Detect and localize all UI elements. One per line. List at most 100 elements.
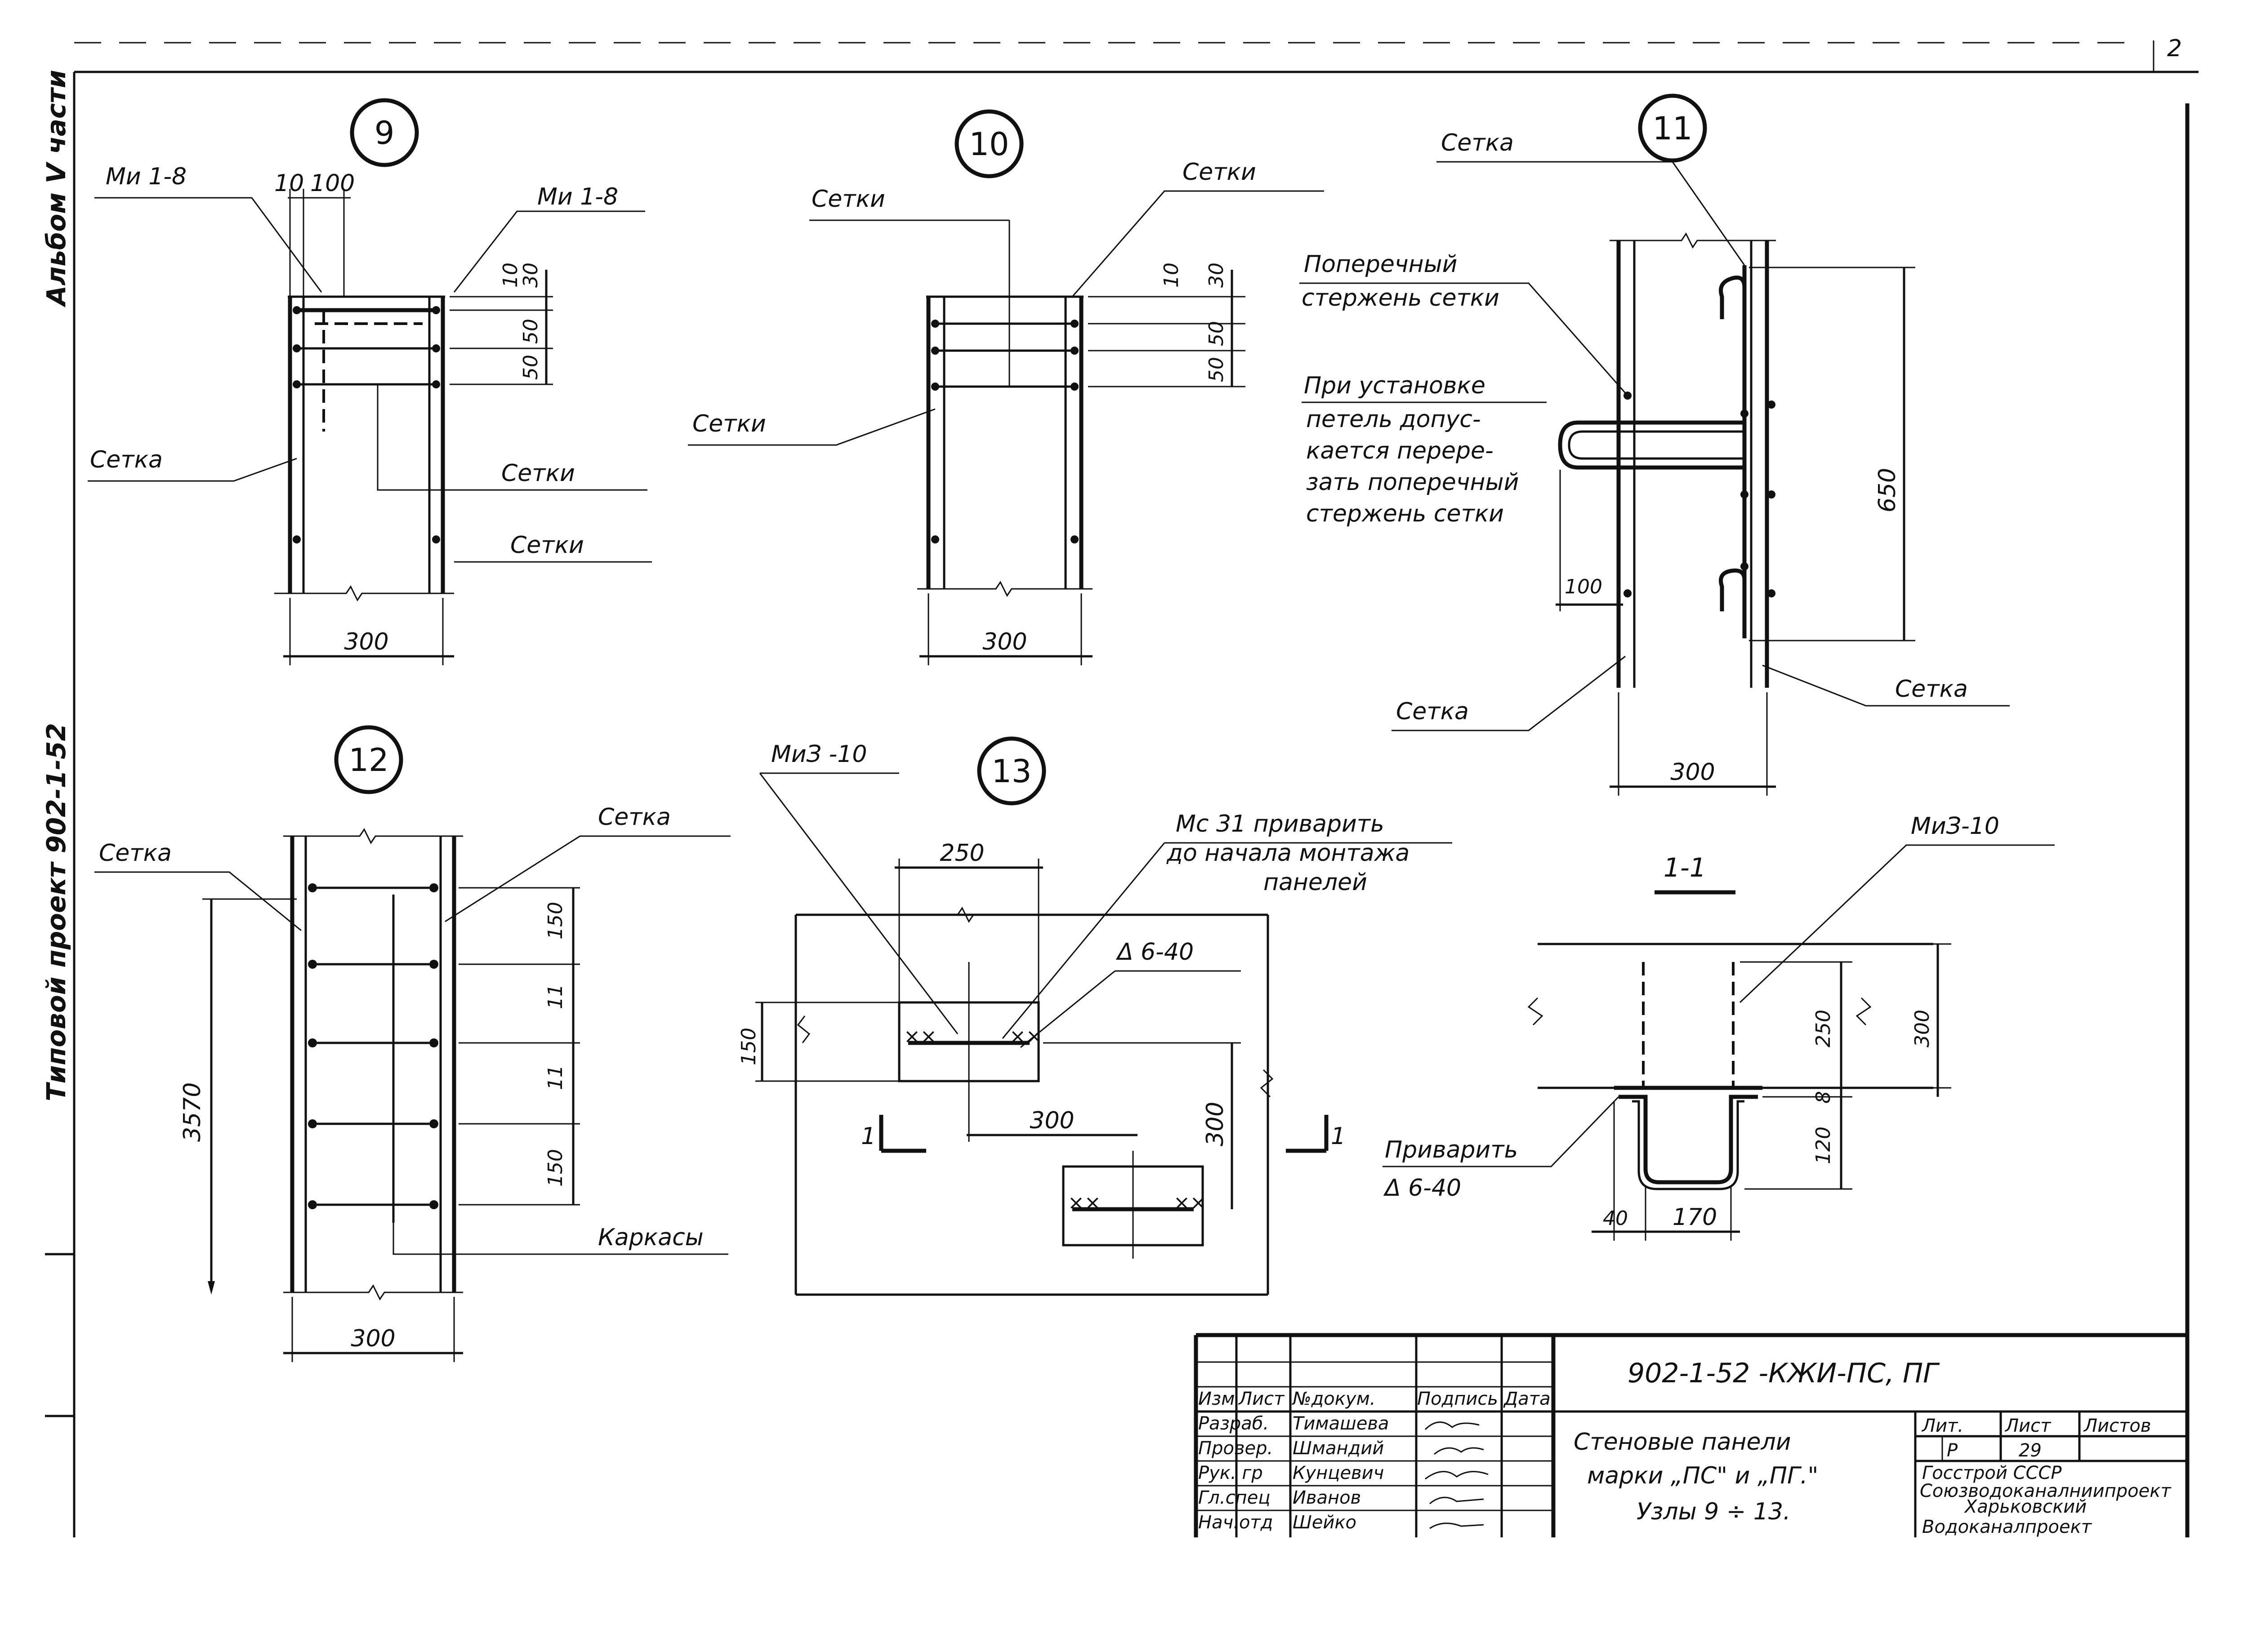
node-13-mc-label-1: Мс 31 приварить bbox=[1176, 810, 1384, 837]
section-weld-label-2: Δ 6-40 bbox=[1383, 1175, 1461, 1202]
node-9-mi-right-label: Ми 1-8 bbox=[537, 183, 618, 210]
node-12-dim-v150a: 150 bbox=[544, 902, 567, 940]
node-13-cut-right: 1 bbox=[1331, 1123, 1346, 1150]
tb-name-4: Шейко bbox=[1293, 1512, 1356, 1533]
tb-header-sign: Подпись bbox=[1417, 1389, 1498, 1409]
node-9-dim-100: 100 bbox=[310, 170, 355, 197]
tb-name-1: Шмандий bbox=[1293, 1438, 1384, 1459]
node-9-dim-v30: 30 bbox=[519, 263, 542, 288]
node-13-dim-300-h: 300 bbox=[1030, 1107, 1074, 1134]
node-9-dim-v50a: 50 bbox=[519, 319, 542, 344]
node-12-dim-v150b: 150 bbox=[544, 1149, 567, 1187]
tb-project-code: 902-1-52 -КЖИ-ПС, ПГ bbox=[1628, 1358, 1940, 1389]
section-dim-250: 250 bbox=[1812, 1010, 1835, 1047]
tb-org-3: Харьковский bbox=[1964, 1496, 2087, 1517]
margin-project-label: Типовой проект 902-1-52 bbox=[41, 723, 71, 1101]
tb-role-3: Гл.спец bbox=[1198, 1487, 1271, 1508]
node-11-note-line-1: При установке bbox=[1304, 372, 1485, 399]
node-13-dim-150: 150 bbox=[737, 1028, 760, 1065]
section-dim-300: 300 bbox=[1911, 1010, 1934, 1047]
node-12: 12 3570 150 11 11 150 bbox=[94, 725, 731, 1362]
tb-desc-line-2: марки „ПС" и „ПГ." bbox=[1587, 1462, 1818, 1489]
node-13: 13 ×× ×× ×× ×× 250 150 300 bbox=[737, 736, 1452, 1296]
node-11-setka-bottom-left-label: Сетка bbox=[1396, 698, 1469, 725]
node-9-dim-v50b: 50 bbox=[519, 355, 542, 380]
node-12-setka-right-label: Сетка bbox=[598, 804, 671, 831]
node-10-dim-300: 300 bbox=[982, 628, 1027, 655]
node-11-setka-top-label: Сетка bbox=[1441, 129, 1514, 156]
node-11: 11 650 100 300 Сетка Поперечн bbox=[1299, 94, 2010, 796]
node-10-setki-left-top-label: Сетки bbox=[812, 186, 885, 213]
node-10-dim-v50a: 50 bbox=[1205, 321, 1228, 346]
node-13-weld-label: Δ 6-40 bbox=[1115, 939, 1194, 966]
tb-name-2: Кунцевич bbox=[1293, 1463, 1384, 1483]
node-10-setki-right-top-label: Сетки bbox=[1182, 159, 1256, 186]
node-12-dim-v11b: 11 bbox=[544, 1065, 567, 1090]
node-11-dim-100: 100 bbox=[1565, 575, 1602, 598]
tb-header-doc: №докум. bbox=[1292, 1389, 1375, 1409]
section-dim-40: 40 bbox=[1603, 1207, 1628, 1230]
node-11-marker bbox=[1638, 94, 1707, 163]
node-12-dim-3570: 3570 bbox=[179, 1082, 206, 1142]
title-block: Изм Лист №докум. Подпись Дата Разраб. Ти… bbox=[1194, 1333, 2187, 1537]
tb-sheet-value: 29 bbox=[2019, 1440, 2042, 1461]
svg-text:××: ×× bbox=[904, 1025, 937, 1048]
node-11-note-line-4: зать поперечный bbox=[1306, 469, 1519, 496]
tb-org-4: Водоканалпроект bbox=[1922, 1517, 2092, 1537]
tb-desc-line-3: Узлы 9 ÷ 13. bbox=[1637, 1498, 1791, 1525]
node-10-dim-v10: 10 bbox=[1160, 263, 1183, 288]
corner-sheet-number: 2 bbox=[2167, 35, 2182, 62]
node-12-dim-v11a: 11 bbox=[544, 984, 567, 1009]
tb-role-0: Разраб. bbox=[1198, 1413, 1269, 1434]
sheet-frame bbox=[45, 40, 2199, 1537]
node-9-mi-left-label: Ми 1-8 bbox=[106, 163, 187, 190]
tb-org-2: Союзводоканалниипроект bbox=[1920, 1481, 2172, 1501]
node-9-number: 9 bbox=[375, 115, 395, 151]
tb-name-3: Иванов bbox=[1293, 1487, 1361, 1508]
svg-text:××: ×× bbox=[1068, 1191, 1101, 1214]
svg-text:××: ×× bbox=[1009, 1025, 1043, 1048]
tb-lit-header: Лит. bbox=[1921, 1416, 1963, 1436]
node-9-dim-10: 10 bbox=[274, 170, 304, 197]
node-9-setki-label-1: Сетки bbox=[501, 460, 575, 487]
section-title: 1-1 bbox=[1664, 852, 1706, 883]
node-10-setki-left-label: Сетки bbox=[692, 410, 766, 437]
tb-header-date: Дата bbox=[1503, 1389, 1551, 1409]
tb-org-1: Госстрой СССР bbox=[1922, 1463, 2062, 1483]
node-9-setka-label: Сетка bbox=[90, 446, 163, 473]
tb-header-list: Лист bbox=[1238, 1389, 1285, 1409]
node-11-note-line-5: стержень сетки bbox=[1306, 500, 1504, 527]
node-11-dim-650: 650 bbox=[1874, 468, 1901, 512]
section-dim-120: 120 bbox=[1812, 1127, 1835, 1164]
node-11-setka-bottom-right-label: Сетка bbox=[1895, 676, 1968, 703]
node-9-marker bbox=[350, 98, 419, 167]
section-dim-8: 8 bbox=[1812, 1091, 1835, 1104]
signature-marks bbox=[1424, 1421, 1489, 1529]
node-13-number: 13 bbox=[991, 753, 1031, 790]
margin-album-label: Альбом V части bbox=[41, 70, 71, 307]
node-9-setki-label-2: Сетки bbox=[510, 532, 584, 559]
section-1-1: 1-1 250 8 120 300 40 170 МиЗ-10 bbox=[1383, 813, 2055, 1241]
tb-role-1: Провер. bbox=[1198, 1438, 1273, 1459]
node-11-number: 11 bbox=[1652, 110, 1692, 147]
node-9: 9 300 10 100 10 30 bbox=[88, 98, 652, 665]
tb-sheet-header: Лист bbox=[2004, 1416, 2052, 1436]
node-10-dim-v50b: 50 bbox=[1205, 357, 1228, 382]
tb-header-izm: Изм bbox=[1198, 1389, 1235, 1409]
section-miz-label: МиЗ-10 bbox=[1911, 813, 1999, 840]
node-11-cross-label-2: стержень сетки bbox=[1302, 285, 1499, 312]
node-11-note-line-3: кается переpe- bbox=[1306, 437, 1494, 464]
node-10: 10 300 10 30 50 50 Сетки Сетки Сетки bbox=[688, 109, 1324, 665]
node-10-marker bbox=[955, 109, 1024, 178]
node-12-number: 12 bbox=[348, 742, 388, 779]
tb-name-0: Тимашева bbox=[1293, 1413, 1389, 1434]
tb-desc-line-1: Стеновые панели bbox=[1574, 1429, 1791, 1456]
node-12-dim-300: 300 bbox=[351, 1325, 395, 1352]
tb-sheets-header: Листов bbox=[2083, 1416, 2151, 1436]
node-13-marker bbox=[977, 736, 1046, 806]
section-dim-170: 170 bbox=[1673, 1204, 1717, 1231]
tb-role-2: Рук. гр bbox=[1198, 1463, 1263, 1483]
tb-role-4: Нач.отд bbox=[1198, 1512, 1273, 1533]
node-12-marker bbox=[334, 725, 403, 794]
node-11-note-line-2: петель допус- bbox=[1306, 406, 1481, 433]
